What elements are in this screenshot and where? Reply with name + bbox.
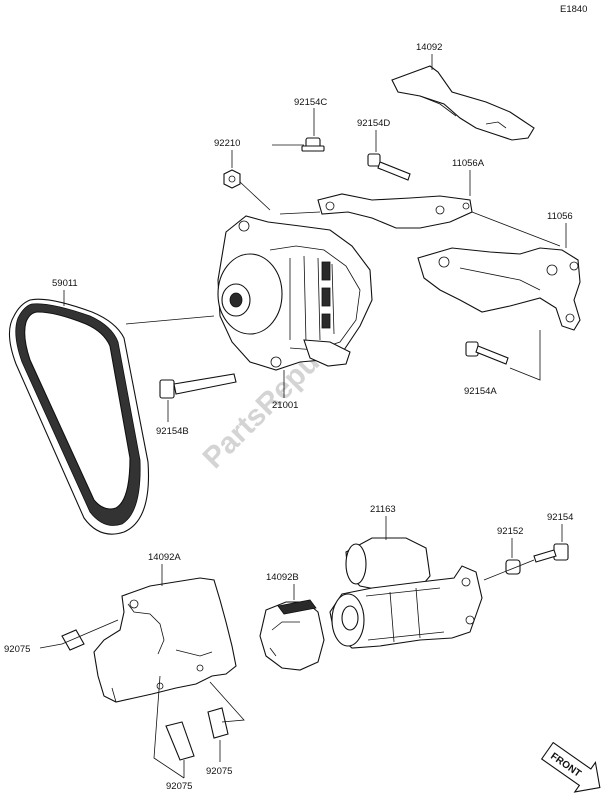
label-bolt-b: 92154B [156,426,189,437]
leader-nut [231,150,271,211]
label-belt: 59011 [52,278,78,289]
label-starter: 21163 [370,504,396,515]
leader-bracket-a [469,170,561,247]
bolt-92154d[interactable] [367,153,411,181]
leader-belt-alt [125,315,215,325]
label-bracket-a: 11056A [452,158,485,169]
label-cover-upper: 14092 [416,42,442,53]
bolt-92154a[interactable] [465,341,509,365]
damper-92075-bottom-right[interactable] [207,707,229,739]
label-cover-b: 14092B [266,572,299,583]
leader-damper-left [39,619,119,649]
diagram-code: E1840 [560,4,587,15]
bolt-92154[interactable] [533,543,569,563]
bracket-11056[interactable] [417,247,581,331]
label-bolt-a: 92154A [464,386,497,397]
leader-bolt-starter [483,524,563,581]
leader-damper-bottom-left [153,675,185,779]
label-bracket: 11056 [547,211,573,222]
label-bolt-d: 92154D [357,118,390,129]
label-damper-bottom-left: 92075 [166,781,192,792]
leader-bolt-a [509,330,541,381]
bolt-92154b[interactable] [159,373,237,399]
cover-upper-14092[interactable] [391,65,535,141]
front-direction-arrow: FRONT [540,741,601,793]
leader-damper-bottom-right [209,681,245,762]
label-bolt-c: 92154C [294,97,327,108]
bolt-92154c[interactable] [301,137,325,152]
cover-starter-14092a[interactable] [93,577,237,703]
label-bolt-starter: 92154 [547,512,573,523]
alternator-21001[interactable] [217,215,373,371]
nut-92210[interactable] [223,169,241,189]
bracket-11056a[interactable] [317,193,473,229]
starter-21163[interactable] [329,537,483,649]
belt-59011[interactable] [8,298,150,535]
label-alternator: 21001 [272,400,298,411]
label-spacer: 92152 [497,526,523,537]
label-damper-left: 92075 [4,644,30,655]
label-damper-bottom-right: 92075 [206,766,232,777]
label-nut: 92210 [214,138,240,149]
damper-92075-bottom-left[interactable] [165,721,195,761]
damper-92075-left[interactable] [61,629,85,651]
spacer-92152[interactable] [505,559,521,575]
cover-14092b[interactable] [259,599,325,671]
label-cover-starter: 14092A [148,552,181,563]
leader-alt-bracket [279,211,321,215]
